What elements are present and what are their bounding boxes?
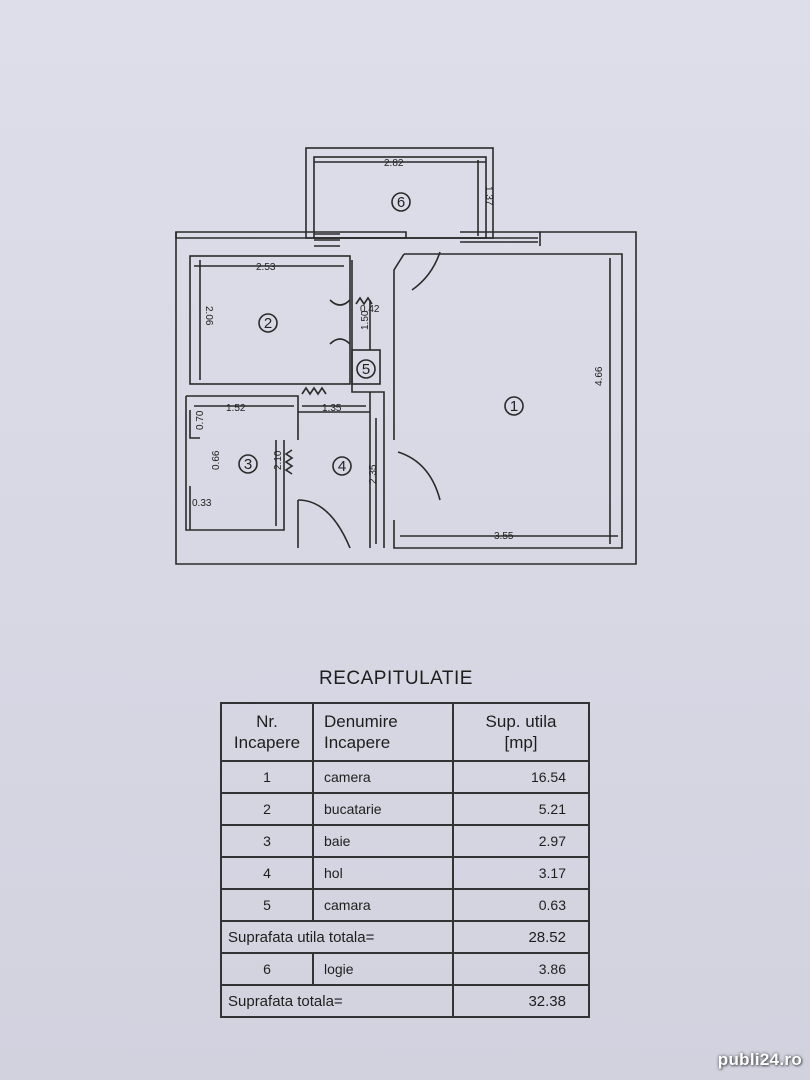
cell-nr: 2 [220, 792, 314, 826]
room-circle-2 [258, 313, 278, 333]
table-row: 1 camera 16.54 [220, 760, 590, 794]
room-number-1: 1 [510, 398, 518, 415]
cell-name: bucatarie [312, 792, 454, 826]
radiator-bath [284, 449, 294, 475]
room-number-2: 2 [264, 315, 272, 332]
dim-bath-niche: 0.70 [195, 410, 206, 430]
useful-total-row: Suprafata utila totala= 28.52 [220, 920, 590, 954]
dim-pantry-depth: 1.50 [360, 310, 371, 330]
floor-plan: 2.82 1.37 2.53 2.06 0.42 1.50 4.66 3.55 … [175, 147, 637, 565]
bath-outline [185, 396, 285, 531]
window-kitchen [314, 233, 340, 247]
room-number-5: 5 [362, 361, 370, 378]
room-one-outline [393, 253, 623, 549]
door-swing-entrance [297, 499, 351, 549]
header-den-line2: Incapere [324, 733, 391, 752]
partition-hall [351, 260, 385, 548]
outer-wall-left [175, 232, 358, 565]
cell-nr: 6 [220, 952, 314, 986]
cell-area: 5.21 [452, 792, 590, 826]
dim-bath-inner: 0.66 [211, 450, 222, 470]
window-top-right [460, 231, 541, 246]
header-suprafata: Sup. utila [mp] [452, 702, 590, 762]
total-value: 32.38 [452, 984, 590, 1018]
dim-bath-width: 1.52 [226, 403, 246, 414]
room-circle-5 [356, 359, 376, 379]
dim-hall-width: 1.35 [322, 403, 342, 414]
dim-logia-width: 2.82 [384, 158, 404, 169]
dim-pantry-width: 0.42 [360, 304, 380, 315]
table-header-row: Nr. Incapere Denumire Incapere Sup. util… [220, 702, 590, 762]
useful-total-value: 28.52 [452, 920, 590, 954]
door-swing-hall [397, 451, 441, 501]
cell-name: hol [312, 856, 454, 890]
table-row: 3 baie 2.97 [220, 824, 590, 858]
room-circle-1 [504, 396, 524, 416]
header-den-line1: Denumire [324, 712, 398, 731]
cell-name: logie [312, 952, 454, 986]
dim-bath-small: 0.33 [192, 498, 212, 509]
cell-name: camera [312, 760, 454, 794]
room-one-wall [393, 253, 405, 440]
kitchen-outline [189, 255, 351, 385]
dim-kitchen-width: 2.53 [256, 262, 276, 273]
cell-name: baie [312, 824, 454, 858]
room-circle-6 [391, 192, 411, 212]
useful-total-label: Suprafata utila totala= [220, 920, 454, 954]
dim-room-depth: 4.66 [594, 366, 605, 386]
door-swing-room [411, 251, 441, 291]
table-row: 2 bucatarie 5.21 [220, 792, 590, 826]
header-nr-line1: Nr. [256, 712, 278, 731]
dim-room-width: 3.55 [494, 531, 514, 542]
room-number-3: 3 [244, 456, 252, 473]
table-row: 5 camara 0.63 [220, 888, 590, 922]
header-sup-line2: [mp] [504, 733, 538, 752]
table-row: 6 logie 3.86 [220, 952, 590, 986]
cell-name: camara [312, 888, 454, 922]
room-number-6: 6 [397, 194, 405, 211]
dim-kitchen-depth: 2.06 [203, 306, 214, 326]
cell-area: 0.63 [452, 888, 590, 922]
cell-area: 3.17 [452, 856, 590, 890]
dim-hall-depth: 2.35 [368, 464, 379, 484]
door-swing-kitchen [329, 299, 351, 306]
table-row: 4 hol 3.17 [220, 856, 590, 890]
cell-nr: 3 [220, 824, 314, 858]
outer-wall-right [358, 231, 637, 565]
watermark: publi24.ro [717, 1050, 802, 1069]
header-nr-line2: Incapere [233, 733, 301, 752]
cell-nr: 1 [220, 760, 314, 794]
total-row: Suprafata totala= 32.38 [220, 984, 590, 1018]
room-circle-3 [238, 454, 258, 474]
header-denumire: Denumire Incapere [312, 702, 454, 762]
bath-niche [189, 410, 200, 439]
door-swing-kitchen-low [329, 338, 351, 345]
pantry-outline [351, 349, 381, 385]
dim-logia-depth: 1.37 [483, 186, 494, 206]
room-circle-4 [332, 456, 352, 476]
window-room [460, 237, 538, 243]
radiator-kitchen [301, 386, 327, 396]
cell-area: 2.97 [452, 824, 590, 858]
recap-table: Nr. Incapere Denumire Incapere Sup. util… [220, 702, 590, 1018]
cell-nr: 4 [220, 856, 314, 890]
total-label: Suprafata totala= [220, 984, 454, 1018]
cell-area: 16.54 [452, 760, 590, 794]
header-nr: Nr. Incapere [220, 702, 314, 762]
outer-wall-top-left [175, 231, 407, 239]
recap-title: RECAPITULATIE [319, 668, 473, 689]
partition-bath-top [186, 395, 299, 440]
room-number-4: 4 [338, 458, 346, 475]
header-sup-line1: Sup. utila [485, 712, 557, 731]
cell-nr: 5 [220, 888, 314, 922]
dim-bath-depth: 2.10 [273, 450, 284, 470]
cell-area: 3.86 [452, 952, 590, 986]
